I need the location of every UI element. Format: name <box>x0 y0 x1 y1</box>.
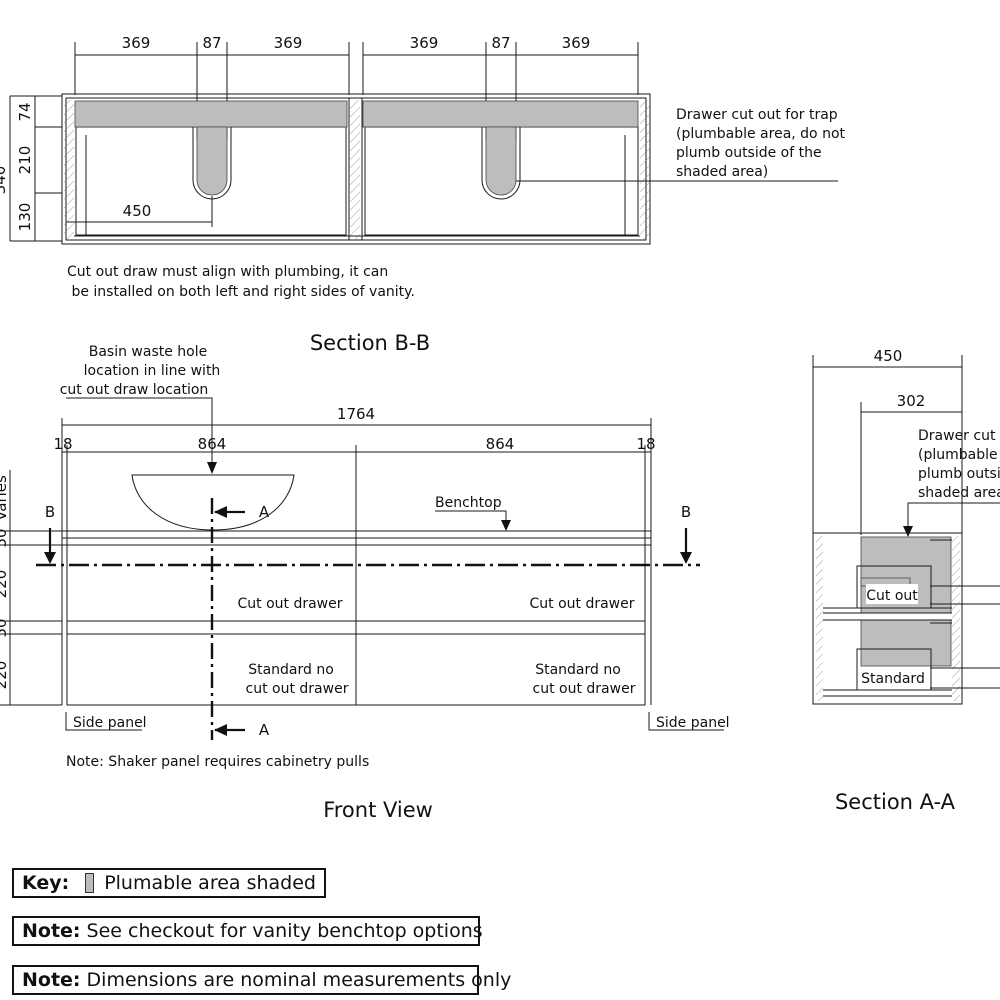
note-label-benchtop: Note: <box>22 920 81 942</box>
bb-dim-340: 340 <box>0 166 9 195</box>
bb-plumbable-top-right <box>362 100 639 128</box>
standard-drawer-label-left-2: cut out drawer <box>246 681 349 697</box>
basin-note-3: cut out draw location <box>60 382 209 398</box>
aa-plumbable-lower <box>860 619 952 667</box>
bb-dim-74: 74 <box>16 102 34 121</box>
basin-note-1: Basin waste hole <box>89 344 208 360</box>
bb-dim-369-c: 369 <box>410 34 439 52</box>
aa-front-hatch <box>816 536 823 701</box>
side-panel-label-left: Side panel <box>73 715 147 731</box>
bb-trap-outline-right <box>481 127 521 200</box>
front-dim-864-right: 864 <box>486 435 515 453</box>
bb-trap-note-4: shaded area) <box>676 164 768 180</box>
aa-dim-450: 450 <box>874 347 903 365</box>
note-label-dimensions: Note: <box>22 969 81 991</box>
cut-out-drawer-label-right: Cut out drawer <box>529 596 634 612</box>
front-note: Note: Shaker panel requires cabinetry pu… <box>66 754 369 770</box>
standard-drawer-label-right-2: cut out drawer <box>533 681 636 697</box>
basin-note-2: location in line with <box>84 363 221 379</box>
aa-back-hatch <box>952 536 960 701</box>
bb-left-side-hatch <box>64 100 74 240</box>
aa-trap-note-2: (plumbable a <box>918 447 1000 463</box>
standard-drawer-label-right-1: Standard no <box>535 662 621 678</box>
bb-carcass-outline <box>61 93 651 245</box>
aa-standard-label: Standard <box>861 671 925 687</box>
basin-leader-arrow <box>207 462 217 474</box>
benchtop-label: Benchtop <box>435 495 502 511</box>
basin-note-leader <box>66 397 213 470</box>
front-dim-18-left: 18 <box>53 435 72 453</box>
note-text-dimensions: Dimensions are nominal measurements only <box>86 969 512 991</box>
section-bb-left-dim-lines <box>9 95 62 242</box>
bb-middle-side-hatch <box>350 100 360 240</box>
key-text: Plumable area shaded <box>104 872 316 894</box>
aa-cut-out-label: Cut out <box>866 588 918 604</box>
front-dim-1764: 1764 <box>337 405 375 423</box>
aa-carcass <box>812 532 963 705</box>
note-text-benchtop: See checkout for vanity benchtop options <box>86 920 483 942</box>
section-bb: 369 87 369 369 87 369 74 210 130 340 <box>0 34 846 355</box>
section-aa: 450 302 Drawer cut o (plumbable a plumb … <box>812 347 1000 814</box>
bb-right-side-hatch <box>640 100 649 240</box>
section-b-marker-right: B <box>681 503 691 521</box>
front-dim-50-a: 50 <box>0 528 10 547</box>
note-box-dimensions: Note: Dimensions are nominal measurement… <box>12 965 511 995</box>
section-b-marker-left: B <box>45 503 55 521</box>
bb-dim-210: 210 <box>16 146 34 175</box>
aa-trap-note-1: Drawer cut o <box>918 428 1000 444</box>
bb-trap-cutout-left <box>196 126 228 196</box>
section-aa-title: Section A-A <box>835 790 956 814</box>
bb-dim-369-a: 369 <box>122 34 151 52</box>
bb-dim-450: 450 <box>123 202 152 220</box>
front-dim-864-left: 864 <box>198 435 227 453</box>
side-panel-label-right: Side panel <box>656 715 730 731</box>
section-bb-title: Section B-B <box>310 331 430 355</box>
front-view-title: Front View <box>323 798 433 822</box>
bb-dim-87-b: 87 <box>491 34 510 52</box>
bb-trap-note-1: Drawer cut out for trap <box>676 107 838 123</box>
bb-trap-note-3: plumb outside of the <box>676 145 822 161</box>
bb-dim-369-b: 369 <box>274 34 303 52</box>
front-dim-50-b: 50 <box>0 618 10 637</box>
aa-trap-note-4: shaded area <box>918 485 1000 501</box>
section-a-marker-top: A <box>259 503 270 521</box>
bb-dim-87-a: 87 <box>202 34 221 52</box>
plumbable-swatch <box>85 873 95 893</box>
front-note-text: Shaker panel requires cabinetry pulls <box>104 754 369 770</box>
front-dim-varies: Varies <box>0 475 10 521</box>
front-dim-220-b: 220 <box>0 661 10 690</box>
bb-trap-cutout-right <box>485 126 517 196</box>
key-label: Key: <box>22 872 70 894</box>
key-box: Key: Plumable area shaded <box>12 868 326 898</box>
bb-align-note-1: Cut out draw must align with plumbing, i… <box>67 264 388 280</box>
aa-drawer-lines <box>823 539 952 697</box>
bb-plumbable-top-left <box>74 100 348 128</box>
note-box-benchtop: Note: See checkout for vanity benchtop o… <box>12 916 483 946</box>
section-a-marker-bottom: A <box>259 721 270 739</box>
cut-out-drawer-label-left: Cut out drawer <box>237 596 342 612</box>
bb-trap-note-2: (plumbable area, do not <box>676 126 846 142</box>
bb-dim-369-d: 369 <box>562 34 591 52</box>
standard-drawer-label-left-1: Standard no <box>248 662 334 678</box>
bb-dim-130: 130 <box>16 203 34 232</box>
section-bb-extension-lines <box>74 42 639 140</box>
front-dim-220-a: 220 <box>0 570 10 599</box>
aa-trap-note-3: plumb outsid <box>918 466 1000 482</box>
aa-dim-302: 302 <box>897 392 926 410</box>
front-dim-18-right: 18 <box>636 435 655 453</box>
front-view: Basin waste hole location in line with c… <box>0 344 730 822</box>
bb-align-note-2: be installed on both left and right side… <box>67 284 415 300</box>
front-left-dim-ticks <box>0 530 62 706</box>
front-note-label: Note: <box>66 754 104 770</box>
